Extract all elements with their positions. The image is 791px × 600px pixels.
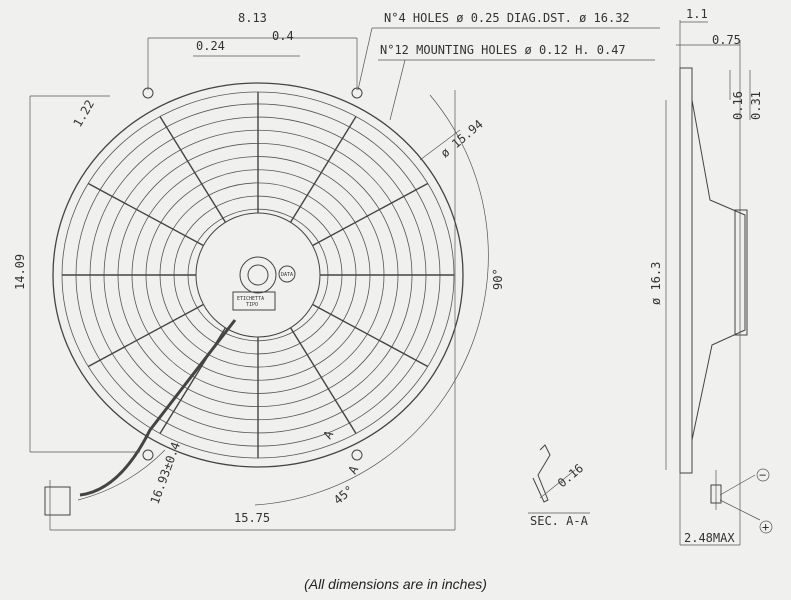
positive-terminal-icon — [759, 520, 773, 534]
dim-side-step1: 0.16 — [731, 91, 745, 120]
negative-terminal-icon — [756, 468, 770, 482]
hub-marker-circle — [278, 265, 296, 283]
section-marker-top: A — [320, 428, 336, 442]
section-label: SEC. A-A — [530, 514, 589, 528]
dim-overall-diameter: ø 16.3 — [649, 262, 663, 305]
dim-height: 14.09 — [13, 254, 27, 290]
dim-hub-spacing: 8.13 — [238, 11, 267, 25]
holes-note: N°4 HOLES ø 0.25 DIAG.DST. ø 16.32 — [384, 11, 630, 25]
label-box-line2: TIPO — [246, 302, 258, 308]
fan-outer-frame — [52, 82, 464, 468]
label-box — [232, 291, 276, 311]
grille-spoke — [288, 324, 357, 434]
negative-symbol: − — [759, 468, 766, 482]
dim-section-thickness: 0.16 — [555, 461, 586, 490]
dim-width: 15.75 — [234, 511, 270, 525]
grille-spoke — [288, 116, 357, 226]
positive-symbol: + — [762, 520, 769, 534]
grille-spoke — [311, 182, 429, 247]
hub-shaft — [247, 264, 269, 286]
mounting-hole — [351, 449, 363, 461]
dimension-lines — [29, 27, 660, 531]
grille-spoke — [311, 303, 429, 368]
section-a-a — [528, 444, 590, 514]
hub-marker: DATA — [281, 272, 293, 278]
connector-plug — [44, 486, 71, 516]
dim-max-depth: 2.48MAX — [684, 531, 735, 545]
dim-angle-90: 90° — [491, 268, 505, 290]
dim-slot-length: 0.4 — [272, 29, 294, 43]
mounting-holes-note: N°12 MOUNTING HOLES ø 0.12 H. 0.47 — [380, 43, 626, 57]
grille-spoke — [87, 182, 205, 247]
label-box-line1: ETICHETTA — [237, 296, 264, 302]
dim-cable-length: 16.93±0.4 — [148, 440, 183, 506]
fan-front-view — [44, 82, 464, 516]
units-caption: (All dimensions are in inches) — [304, 576, 487, 592]
dim-ring-diameter: ø 15.94 — [438, 117, 486, 160]
dim-side-depth: 1.1 — [686, 7, 708, 21]
dim-side-flange: 0.75 — [712, 33, 741, 47]
grille-spoke — [159, 116, 228, 226]
dim-slot-width: 0.24 — [196, 39, 225, 53]
motor-hub — [195, 212, 321, 338]
dim-side-step2: 0.31 — [749, 91, 763, 120]
grille-spoke — [87, 303, 205, 368]
power-cable — [79, 319, 237, 497]
mounting-hole — [142, 449, 154, 461]
dim-tab-width: 1.22 — [70, 97, 97, 129]
hub-shaft-ring — [239, 256, 277, 294]
fan-side-view — [665, 20, 761, 546]
